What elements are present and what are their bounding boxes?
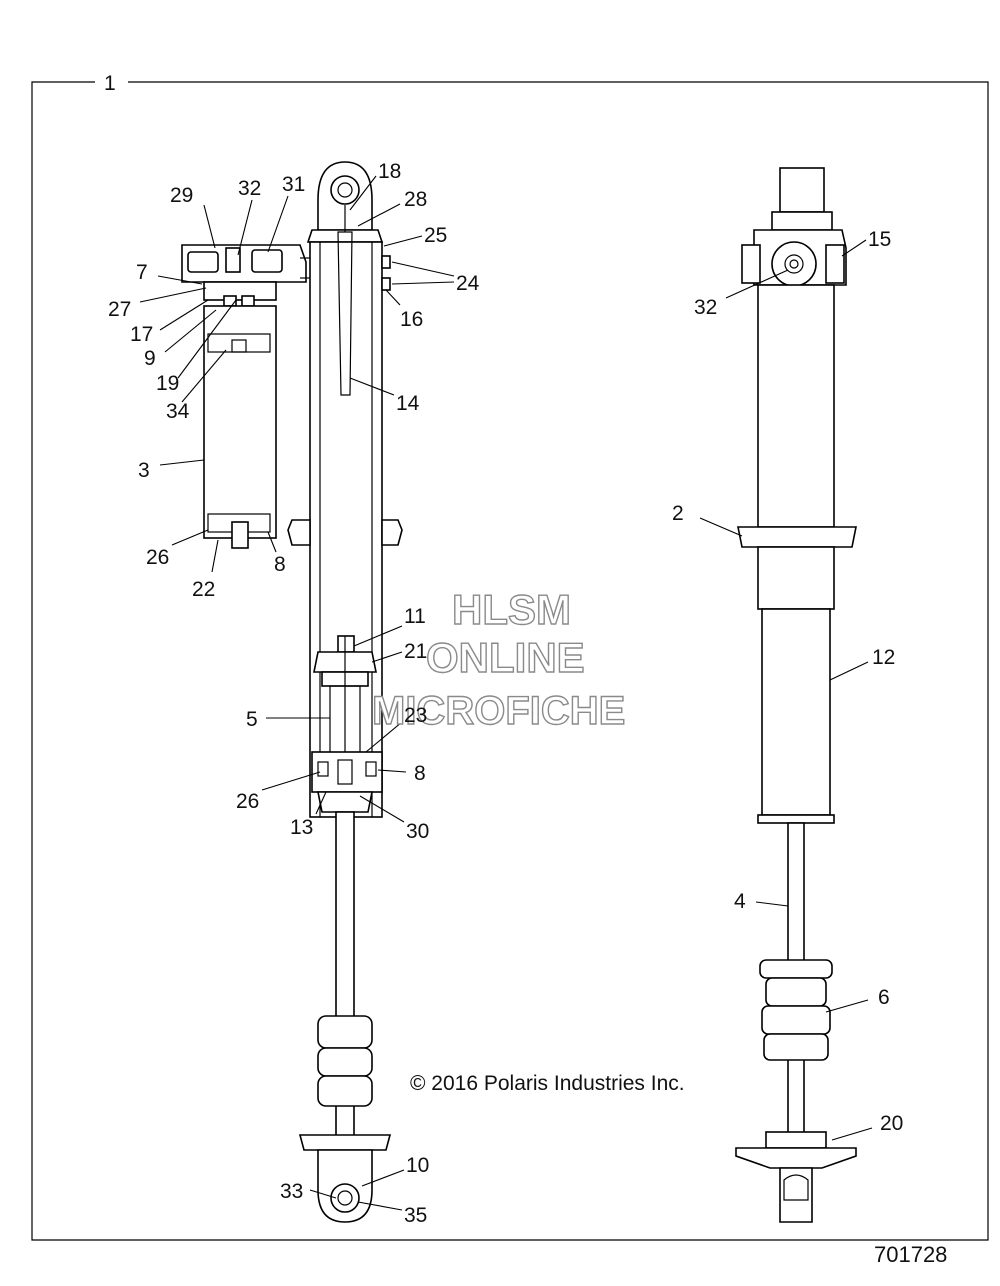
- callout-24: 24: [456, 272, 480, 295]
- copyright-notice: © 2016 Polaris Industries Inc.: [410, 1072, 685, 1095]
- figure-number: 701728: [874, 1242, 947, 1267]
- callout-11: 11: [404, 605, 426, 628]
- callout-8-upper: 8: [274, 553, 286, 576]
- callout-9: 9: [144, 347, 156, 370]
- callout-23: 23: [404, 704, 427, 727]
- callout-2: 2: [672, 502, 684, 525]
- callout-15: 15: [868, 228, 891, 251]
- callout-8-lower: 8: [414, 762, 426, 785]
- callout-22: 22: [192, 578, 215, 601]
- callout-10: 10: [406, 1154, 429, 1177]
- callout-18: 18: [378, 160, 401, 183]
- callout-30: 30: [406, 820, 429, 843]
- center-shock-body: [287, 161, 403, 1223]
- callout-35: 35: [404, 1204, 427, 1227]
- callout-33: 33: [280, 1180, 303, 1203]
- callout-26-lower: 26: [236, 790, 259, 813]
- reservoir-assembly: [181, 244, 310, 549]
- callout-29: 29: [170, 184, 193, 207]
- callout-34: 34: [166, 400, 190, 423]
- callout-20: 20: [880, 1112, 903, 1135]
- callout-13: 13: [290, 816, 313, 839]
- callout-19: 19: [156, 372, 179, 395]
- callout-32-left: 32: [238, 177, 261, 200]
- callout-25: 25: [424, 224, 447, 247]
- callout-labels: 1 29 32 31 7 27 17 9 19 34 3 26 22 8 18 …: [104, 72, 903, 1227]
- callout-26-upper: 26: [146, 546, 169, 569]
- leader-lines: [139, 175, 873, 1211]
- watermark-line-1: HLSM: [452, 586, 571, 633]
- callout-32-right: 32: [694, 296, 717, 319]
- callout-17: 17: [130, 323, 153, 346]
- callout-1: 1: [104, 72, 116, 95]
- callout-6: 6: [878, 986, 890, 1009]
- callout-3: 3: [138, 459, 150, 482]
- callout-16: 16: [400, 308, 423, 331]
- callout-28: 28: [404, 188, 427, 211]
- callout-27: 27: [108, 298, 131, 321]
- callout-12: 12: [872, 646, 895, 669]
- assembled-shock: [735, 167, 857, 1223]
- callout-21: 21: [404, 640, 427, 663]
- callout-31: 31: [282, 173, 305, 196]
- callout-5: 5: [246, 708, 258, 731]
- callout-14: 14: [396, 392, 420, 415]
- watermark-line-2: ONLINE: [426, 634, 585, 681]
- assembly-frame: [31, 81, 989, 1241]
- watermark-line-3: MICROFICHE: [372, 689, 625, 733]
- callout-4: 4: [734, 890, 746, 913]
- callout-7: 7: [136, 261, 148, 284]
